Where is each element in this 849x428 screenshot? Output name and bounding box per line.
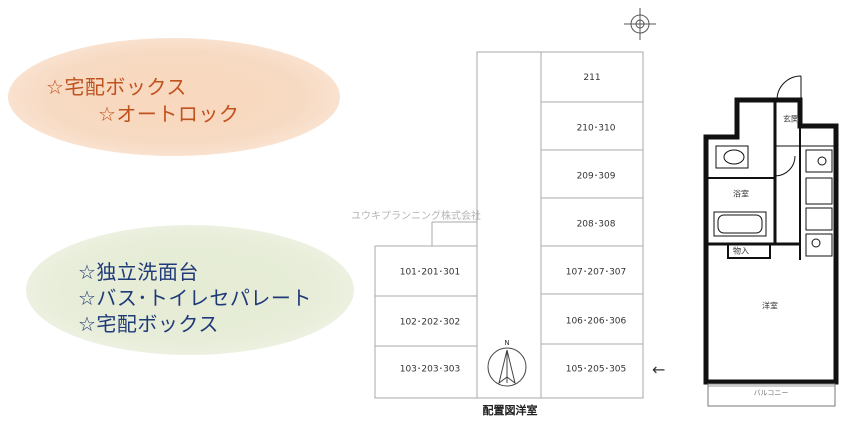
unit-210-310: 210･310	[576, 123, 616, 134]
feature-separate-bath: ☆バス･トイレセパレート	[78, 286, 312, 310]
feature-bubble-bottom	[26, 225, 354, 355]
watermark: ユウキプランニング株式会社	[351, 211, 481, 222]
unit-208-308: 208･308	[576, 219, 616, 230]
arrow-left-icon: ←	[652, 360, 666, 379]
north-label: N	[504, 339, 510, 347]
feature-delivery-box: ☆宅配ボックス	[46, 75, 187, 99]
unit-101-201-301: 101･201･301	[399, 267, 461, 278]
label-entrance: 玄関	[783, 114, 799, 124]
label-room: 洋室	[762, 301, 778, 311]
site-plan-caption: 配置図洋室	[482, 404, 538, 417]
label-balcony: バルコニー	[753, 389, 789, 397]
feature-vanity: ☆独立洗面台	[78, 260, 199, 284]
unit-211: 211	[583, 73, 601, 83]
unit-209-309: 209･309	[576, 171, 616, 182]
unit-105-205-305: 105･205･305	[565, 364, 627, 375]
compass-rose-icon	[624, 8, 656, 40]
feature-delivery-box-2: ☆宅配ボックス	[78, 312, 219, 336]
unit-103-203-303: 103･203･303	[399, 364, 461, 375]
label-storage: 物入	[733, 246, 749, 256]
north-compass-icon	[487, 347, 527, 387]
unit-plan	[703, 75, 839, 407]
label-bath: 浴室	[733, 189, 749, 199]
unit-102-202-302: 102･202･302	[399, 317, 461, 328]
feature-auto-lock: ☆オートロック	[98, 102, 240, 126]
feature-bubble-top	[8, 38, 340, 156]
unit-106-206-306: 106･206･306	[565, 316, 627, 327]
unit-107-207-307: 107･207･307	[565, 267, 627, 278]
site-plan-outline	[374, 51, 644, 399]
